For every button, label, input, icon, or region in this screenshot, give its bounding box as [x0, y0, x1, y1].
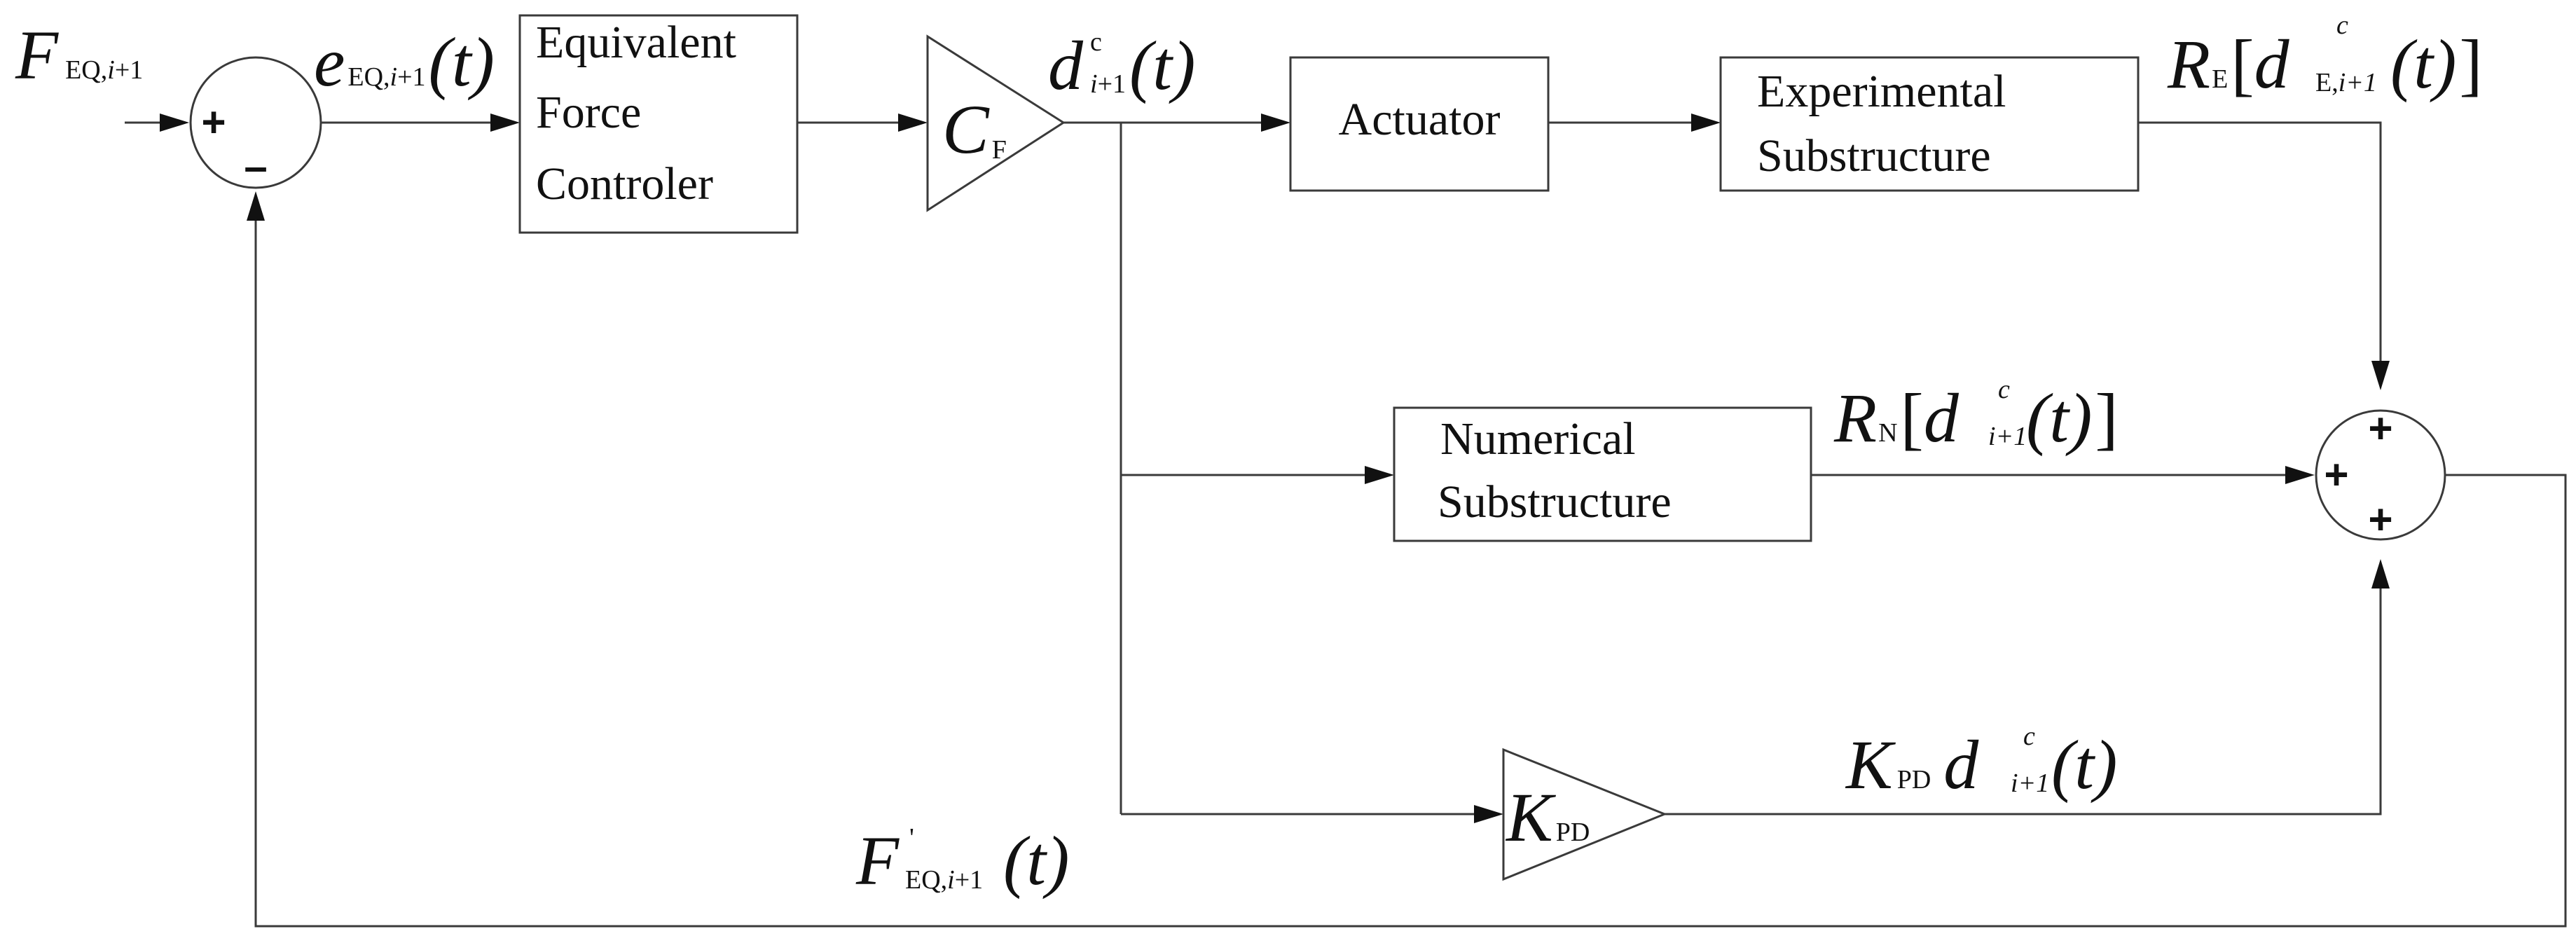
svg-text:': ' — [909, 823, 914, 853]
controller-block: Equivalent Force Controler — [518, 14, 799, 234]
wire-feedback — [254, 221, 2567, 928]
sum-junction-left: + – — [189, 56, 322, 190]
controller-label-line2: Force — [536, 87, 641, 138]
actuator-label: Actuator — [1339, 94, 1501, 145]
svg-text:c: c — [1998, 375, 2010, 404]
gain-kpd-symbol: K — [1505, 778, 1556, 856]
sum-right-plus-left: + — [2324, 451, 2348, 498]
sum-left-minus: – — [244, 143, 267, 190]
svg-text:i+1: i+1 — [2011, 769, 2049, 798]
numerical-label-line1: Numerical — [1440, 413, 1636, 464]
svg-text:CF: CF — [942, 90, 1007, 168]
svg-text:(t)]: (t)] — [2026, 379, 2119, 457]
arrowhead-actuator — [1261, 113, 1290, 132]
svg-text:F: F — [855, 822, 900, 900]
experimental-label-line2: Substructure — [1757, 130, 1991, 181]
signal-feedback-label: F ' EQ,i+1 (t) — [855, 822, 1069, 900]
svg-text:Experimental: Experimental — [1757, 66, 2006, 117]
arrowhead-sum-left — [2285, 466, 2315, 484]
arrowhead-input — [160, 113, 189, 132]
svg-text:Controler: Controler — [536, 158, 713, 209]
experimental-label-line1: Experimental — [1757, 66, 2006, 117]
controller-label-line1: Equivalent — [536, 17, 736, 68]
svg-text:c: c — [1090, 27, 1102, 57]
svg-text:Force: Force — [536, 87, 641, 138]
connections — [125, 113, 2567, 928]
arrowhead-experimental — [1691, 113, 1721, 132]
svg-text:RE[d: RE[d — [2167, 25, 2290, 103]
arrowhead-error — [490, 113, 520, 132]
signal-experimental-force-label: RE[d c E,i+1 (t)] — [2167, 11, 2483, 103]
arrowhead-sum-bottom — [2371, 559, 2390, 588]
svg-text:i+1: i+1 — [1988, 422, 2027, 451]
svg-text:Substructure: Substructure — [1438, 476, 1672, 528]
numerical-label-line2: Substructure — [1438, 476, 1672, 528]
sum-left-plus: + — [201, 99, 226, 146]
svg-text:c: c — [2336, 11, 2348, 40]
svg-text:Substructure: Substructure — [1757, 130, 1991, 181]
actuator-block: Actuator — [1289, 56, 1550, 192]
svg-text:c: c — [2023, 722, 2035, 751]
wire-experimental-out — [2138, 121, 2382, 361]
sum-right-plus-top: + — [2368, 405, 2392, 452]
svg-text:(t): (t) — [2051, 726, 2117, 804]
signal-command-label: d c i+1 (t) — [1048, 27, 1195, 104]
svg-text:E,i+1: E,i+1 — [2315, 68, 2377, 97]
svg-text:KPD: KPD — [1505, 778, 1590, 856]
arrowhead-kpd — [1474, 805, 1503, 823]
gain-cf-subscript: F — [992, 135, 1007, 165]
numerical-substructure-block: Numerical Substructure — [1393, 406, 1812, 542]
svg-text:(t)]: (t)] — [2390, 25, 2483, 103]
arrowhead-numerical — [1365, 466, 1394, 484]
gain-cf-symbol: C — [942, 90, 990, 168]
signal-numerical-force-label: RN[d c i+1 (t)] — [1833, 375, 2119, 457]
svg-text:Actuator: Actuator — [1339, 94, 1501, 145]
svg-text:EQ,i+1: EQ,i+1 — [905, 865, 983, 895]
arrowhead-feedback — [247, 191, 265, 221]
svg-text:d: d — [1048, 27, 1084, 104]
svg-text:(t): (t) — [1003, 822, 1069, 900]
wire-kpd-out — [1665, 588, 2382, 815]
svg-text:i+1: i+1 — [1090, 69, 1126, 99]
svg-text:Equivalent: Equivalent — [536, 17, 736, 68]
experimental-substructure-block: Experimental Substructure — [1719, 56, 2140, 192]
svg-text:Numerical: Numerical — [1440, 413, 1636, 464]
controller-label-line3: Controler — [536, 158, 713, 209]
svg-text:RN[d: RN[d — [1833, 379, 1959, 457]
sum-junction-right: + + + — [2315, 405, 2446, 543]
svg-text:(t): (t) — [1129, 27, 1195, 104]
arrowhead-sum-top — [2371, 361, 2390, 390]
sum-right-plus-bottom: + — [2368, 496, 2392, 543]
arrowhead-cf — [898, 113, 928, 132]
gain-kpd-subscript: PD — [1556, 818, 1590, 847]
